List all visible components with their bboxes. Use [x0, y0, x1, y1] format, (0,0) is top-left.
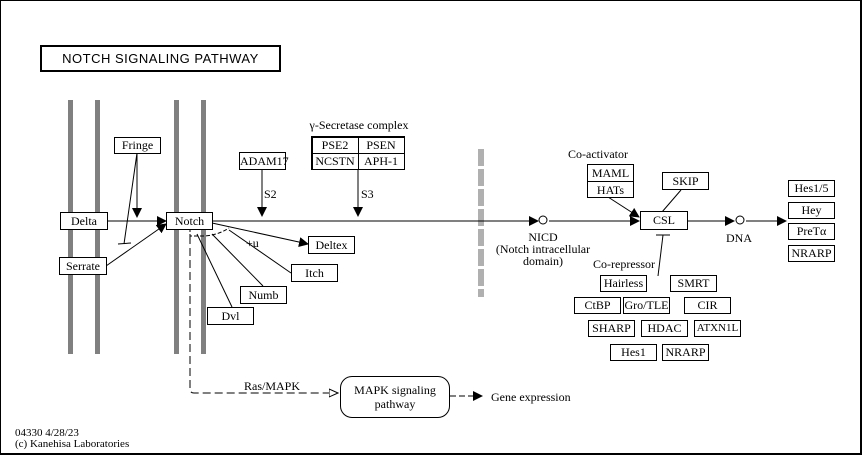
node-numb[interactable]: Numb [240, 286, 287, 304]
node-hey[interactable]: Hey [788, 202, 835, 219]
edge-serrate-notch [105, 223, 167, 267]
mapk-pathway-line1: MAPK signaling [354, 383, 436, 397]
node-pse2[interactable]: PSE2 [311, 136, 359, 154]
node-hats[interactable]: HATs [596, 183, 625, 197]
node-pretalpha[interactable]: PreTα [788, 223, 835, 240]
node-atxn1l[interactable]: ATXN1L [694, 320, 741, 337]
gamma-secretase-complex: PSE2 PSEN NCSTN APH-1 [311, 136, 405, 170]
s2-label: S2 [264, 187, 277, 201]
edge-notch-numb [211, 233, 264, 287]
corepressor-label: Co-repressor [593, 257, 655, 271]
node-csl[interactable]: CSL [640, 211, 688, 230]
node-serrate[interactable]: Serrate [59, 257, 107, 275]
s3-label: S3 [361, 187, 374, 201]
mapk-pathway-line2: pathway [374, 397, 416, 411]
node-delta[interactable]: Delta [60, 212, 108, 230]
node-dvl[interactable]: Dvl [207, 307, 254, 325]
node-itch[interactable]: Itch [291, 264, 338, 282]
node-skip[interactable]: SKIP [662, 172, 709, 190]
node-aph1[interactable]: APH-1 [357, 152, 405, 170]
node-ctbp[interactable]: CtBP [574, 297, 621, 314]
dna-label: DNA [726, 231, 752, 245]
edge-maml-csl [607, 196, 640, 218]
node-ncstn[interactable]: NCSTN [311, 152, 359, 170]
edge-fringe-inhibition [123, 152, 138, 245]
edge-notch-itch [228, 229, 292, 274]
node-nrarp[interactable]: NRARP [662, 344, 709, 361]
node-fringe[interactable]: Fringe [114, 137, 161, 154]
node-hairless[interactable]: Hairless [600, 275, 647, 292]
node-hes1[interactable]: Hes1 [610, 344, 657, 361]
notch-complex-arc [189, 227, 230, 237]
edge-skip-csl [661, 189, 682, 213]
copyright: (c) Kanehisa Laboratories [15, 438, 130, 450]
node-psen[interactable]: PSEN [357, 136, 405, 154]
node-hdac[interactable]: HDAC [641, 320, 688, 337]
coactivator-complex: MAML HATs [587, 164, 634, 198]
ras-mapk-label: Ras/MAPK [243, 379, 300, 393]
node-deltex[interactable]: Deltex [308, 236, 355, 254]
node-nrarp-target[interactable]: NRARP [788, 245, 835, 262]
gamma-secretase-label: γ-Secretase complex [309, 118, 409, 132]
mapk-pathway-link[interactable]: MAPK signaling pathway [340, 376, 450, 418]
node-gro-tle[interactable]: Gro/TLE [623, 297, 670, 314]
nicd-label: NICD [528, 230, 558, 244]
pathway-id-date: 04330 4/28/23 [15, 427, 79, 439]
node-sharp[interactable]: SHARP [588, 320, 635, 337]
edge-notch-mapk [189, 236, 338, 393]
nicd-description-2: domain) [523, 254, 563, 268]
edge-corepressor-csl [657, 234, 664, 277]
node-adam17[interactable]: ADAM17 [239, 152, 289, 170]
ubiquitination-label: +u [246, 236, 259, 250]
gene-expression-label: Gene expression [491, 390, 571, 404]
node-smrt[interactable]: SMRT [670, 275, 717, 292]
coactivator-label: Co-activator [568, 147, 628, 161]
inhibition-bar [117, 242, 132, 245]
edge-notch-deltex [211, 222, 309, 247]
node-notch[interactable]: Notch [166, 212, 213, 230]
node-hes1-5[interactable]: Hes1/5 [788, 180, 835, 197]
node-cir[interactable]: CIR [684, 297, 731, 314]
nicd-compound[interactable] [538, 215, 548, 225]
dna-compound[interactable] [735, 215, 745, 225]
edge-notch-dvl [196, 233, 233, 308]
pathway-title: NOTCH SIGNALING PATHWAY [40, 45, 281, 72]
nicd-description: (Notch intracellular [495, 242, 591, 256]
node-maml[interactable]: MAML [588, 165, 633, 182]
